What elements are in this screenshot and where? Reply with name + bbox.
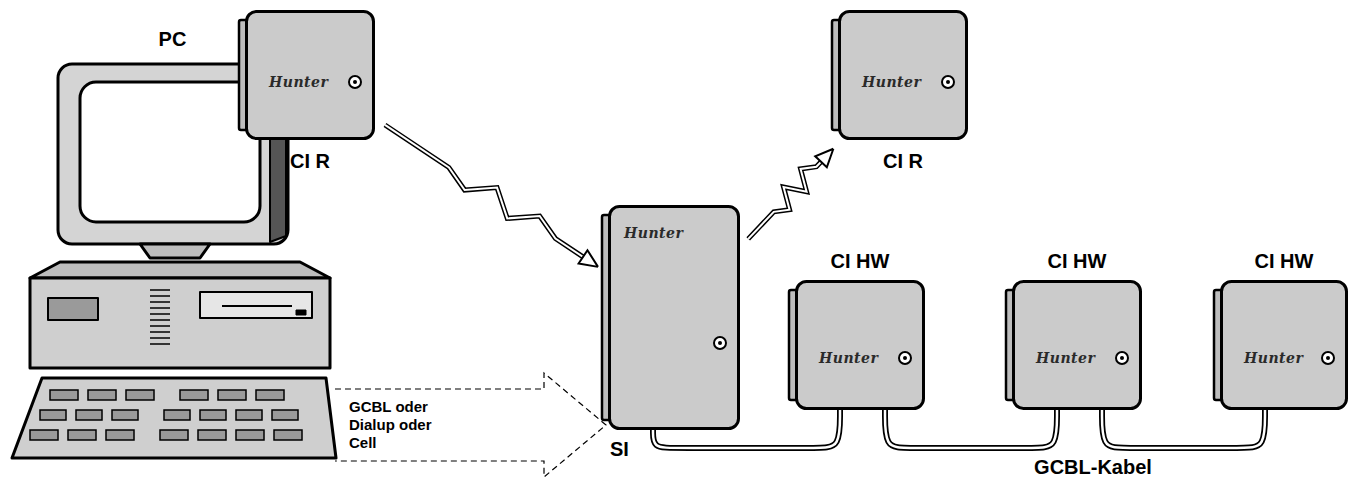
lock-keyhole [903, 356, 907, 360]
vent-lines [150, 290, 170, 344]
lock-keyhole [946, 80, 950, 84]
floppy-slot [222, 305, 292, 307]
vent-line [150, 295, 170, 297]
housing-outline [840, 12, 967, 139]
key [180, 390, 208, 400]
cable-outline [885, 410, 1057, 448]
connection-arrow [335, 373, 606, 477]
drive-bay [48, 298, 98, 320]
arrow-head [579, 250, 598, 267]
key [40, 410, 66, 420]
lock-keyhole [353, 80, 357, 84]
key [236, 430, 264, 440]
vent-line [150, 343, 170, 345]
key [50, 390, 78, 400]
controller-box: CI RHunter [245, 10, 375, 140]
cable-label: GCBL-Kabel [1034, 456, 1152, 478]
controller-box: SIHunter [608, 205, 740, 430]
key [164, 410, 190, 420]
lock-knob [1322, 352, 1334, 364]
brand-logo: Hunter [1036, 350, 1095, 366]
vent-line [150, 289, 170, 291]
controller-box: CI HWHunter [795, 280, 925, 410]
bolt-outline [748, 162, 821, 239]
vent-line [150, 331, 170, 333]
key [256, 390, 284, 400]
key [112, 410, 138, 420]
key [218, 390, 246, 400]
key [106, 430, 134, 440]
monitor-screen [80, 82, 260, 222]
key [88, 390, 116, 400]
wireless-link [748, 149, 833, 239]
monitor-stand [140, 244, 210, 258]
wireless-link [385, 125, 598, 267]
device-label: CI HW [831, 250, 890, 272]
housing-outline [610, 207, 739, 429]
key [200, 410, 226, 420]
device-label: CI HW [1048, 250, 1107, 272]
floppy-drive [200, 292, 312, 318]
controller-housing [1220, 280, 1348, 410]
lock-keyhole [1120, 356, 1124, 360]
cable-core [1102, 410, 1265, 448]
cable-link [885, 410, 1057, 448]
vent-line [150, 313, 170, 315]
key [198, 430, 226, 440]
connection-label: GCBL oder Dialup oder Cell [349, 398, 454, 452]
housing-outline [247, 12, 374, 139]
controller-box: CI HWHunter [1220, 280, 1348, 410]
bolt-fill [748, 162, 821, 239]
device-label: SI [610, 438, 629, 460]
lock-keyhole [1326, 356, 1330, 360]
housing-outline [797, 282, 924, 409]
keyboard [12, 378, 336, 458]
keyboard-keys [30, 390, 302, 440]
key [76, 410, 102, 420]
vent-line [150, 337, 170, 339]
bolt-outline [385, 125, 583, 257]
device-label: PC [159, 28, 187, 50]
vent-line [150, 307, 170, 309]
bolt-fill [385, 125, 583, 257]
drive-light [296, 310, 306, 315]
key [160, 430, 188, 440]
device-label: CI R [883, 150, 923, 172]
brand-logo: Hunter [624, 225, 683, 241]
device-label: CI R [290, 150, 330, 172]
key [272, 410, 298, 420]
key [68, 430, 96, 440]
cable-outline [1102, 410, 1265, 448]
lock-knob [349, 76, 361, 88]
controller-housing [1012, 280, 1142, 410]
lock-knob [714, 337, 726, 349]
base-top [30, 262, 330, 278]
key [30, 430, 58, 440]
controller-housing [795, 280, 925, 410]
device-label: CI HW [1255, 250, 1314, 272]
base-unit [30, 278, 330, 368]
arrow-head [815, 149, 833, 168]
lock-knob [942, 76, 954, 88]
brand-logo: Hunter [1244, 350, 1303, 366]
controller-box: CI HWHunter [1012, 280, 1142, 410]
vent-line [150, 301, 170, 303]
brand-logo: Hunter [269, 74, 328, 90]
brand-logo: Hunter [819, 350, 878, 366]
cable-link [1102, 410, 1265, 448]
cable-core [885, 410, 1057, 448]
brand-logo: Hunter [862, 74, 921, 90]
housing-outline [1014, 282, 1141, 409]
key [126, 390, 154, 400]
lock-knob [1116, 352, 1128, 364]
key [236, 410, 262, 420]
housing-outline [1222, 282, 1347, 409]
vent-line [150, 325, 170, 327]
key [274, 430, 302, 440]
controller-box: CI RHunter [838, 10, 968, 140]
lock-knob [899, 352, 911, 364]
dashed-arrow [335, 373, 606, 477]
vent-line [150, 319, 170, 321]
lock-keyhole [718, 341, 722, 345]
